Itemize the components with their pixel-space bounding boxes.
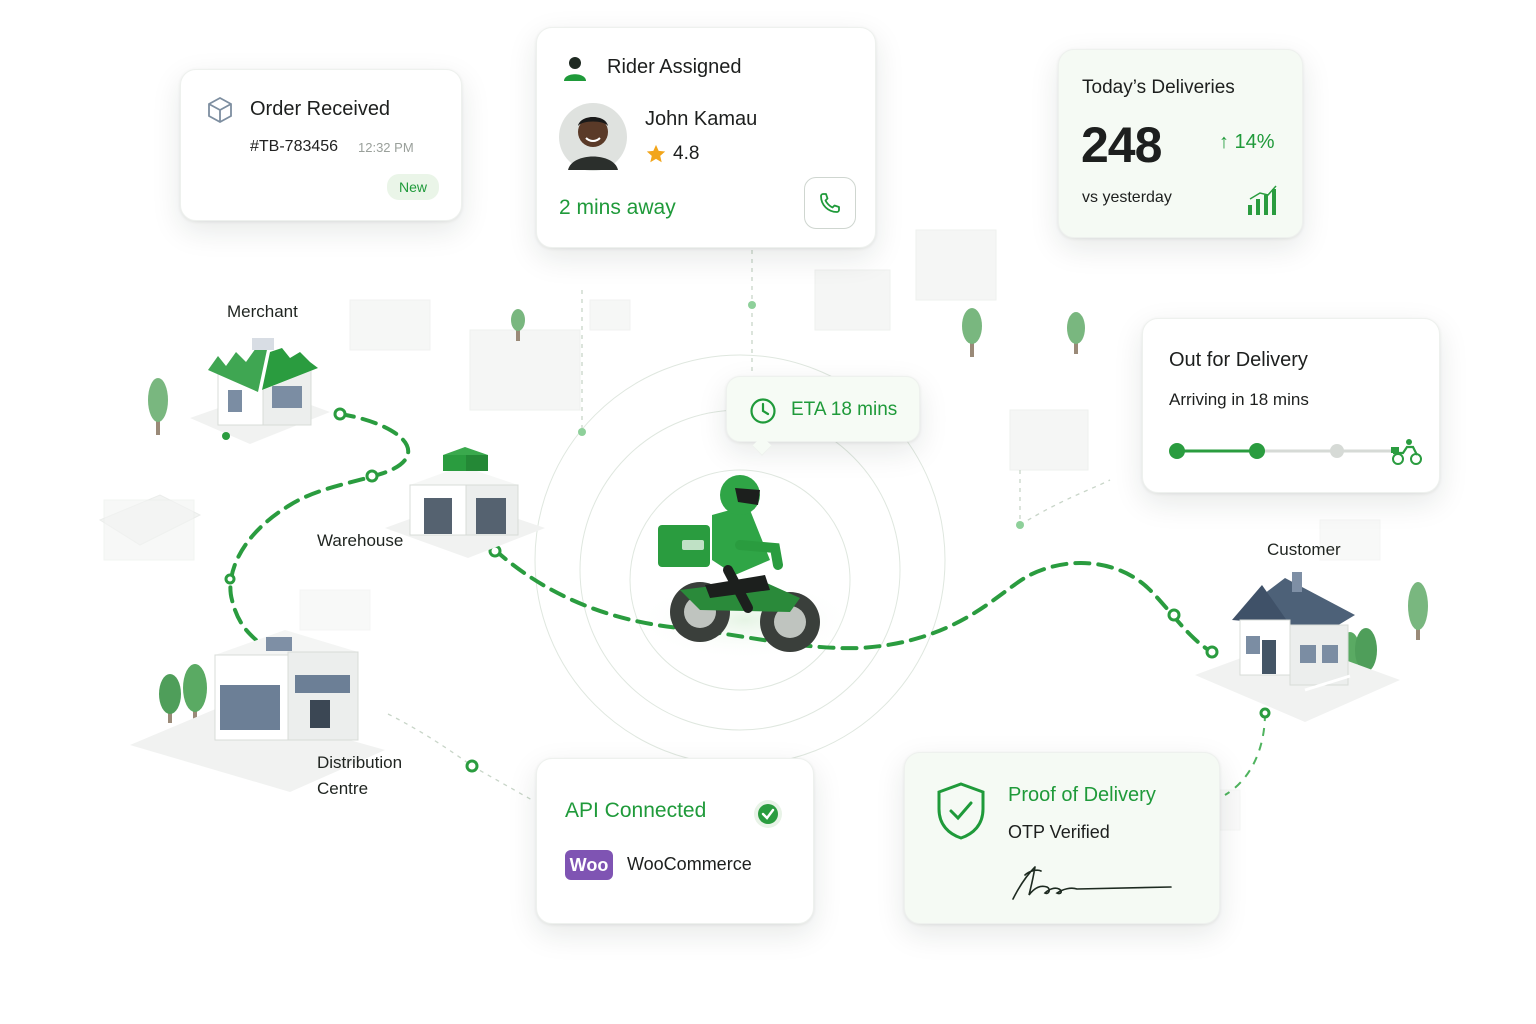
phone-icon — [820, 193, 840, 213]
warehouse-building — [385, 447, 545, 558]
rider-name: John Kamau — [645, 108, 758, 130]
eta-label: ETA 18 mins — [791, 399, 898, 420]
deliveries-delta: ↑ 14% — [1219, 131, 1275, 153]
status-title: Out for Delivery — [1169, 349, 1308, 371]
merchant-label: Merchant — [227, 302, 298, 321]
pod-title: Proof of Delivery — [1008, 784, 1156, 806]
delivery-route — [228, 412, 1214, 654]
distribution-centre-building — [130, 630, 385, 792]
merchant-building — [190, 338, 330, 444]
background-blocks — [98, 229, 1381, 831]
order-title: Order Received — [250, 98, 391, 120]
signature-image — [1012, 866, 1172, 900]
star-icon — [646, 144, 666, 163]
scooter-icon — [1391, 439, 1422, 465]
clock-icon — [750, 398, 776, 424]
rider-title: Rider Assigned — [607, 56, 742, 78]
progress-step-2 — [1249, 443, 1265, 459]
rider-avatar — [559, 103, 627, 171]
deliveries-title: Today’s Deliveries — [1082, 77, 1235, 98]
pod-subtitle: OTP Verified — [1008, 822, 1110, 842]
api-title: API Connected — [565, 799, 707, 822]
package-icon — [208, 96, 232, 124]
out-for-delivery-card[interactable]: Out for Delivery Arriving in 18 mins — [1142, 318, 1440, 493]
customer-label: Customer — [1267, 540, 1341, 559]
warehouse-label: Warehouse — [317, 531, 404, 550]
proof-of-delivery-card[interactable]: Proof of Delivery OTP Verified — [904, 752, 1220, 924]
order-received-card[interactable]: Order Received #TB-783456 12:32 PM New — [180, 69, 462, 221]
order-id: #TB-783456 — [250, 138, 339, 155]
order-status-badge: New — [387, 174, 440, 200]
rider-assigned-card[interactable]: Rider Assigned John Kamau 4.8 2 mins awa… — [536, 27, 876, 248]
connector-lines — [387, 250, 1111, 801]
bar-chart-icon — [1248, 185, 1277, 215]
call-rider-button[interactable] — [804, 177, 856, 229]
deliveries-count: 248 — [1081, 117, 1162, 173]
delivery-progress-bar — [1169, 439, 1422, 465]
progress-step-3 — [1330, 444, 1344, 458]
progress-step-1 — [1169, 443, 1185, 459]
rider-distance: 2 mins away — [559, 196, 676, 219]
distribution-label-line2: Centre — [317, 779, 369, 798]
distribution-label-line1: Distribution — [317, 753, 403, 772]
route-lower-right — [1224, 712, 1266, 796]
rider-motorbike — [658, 475, 820, 652]
deliveries-comparison: vs yesterday — [1082, 189, 1172, 206]
api-connected-card[interactable]: API Connected Woo WooCommerce — [536, 758, 814, 924]
route-stops — [224, 407, 1271, 773]
eta-bubble: ETA 18 mins — [726, 376, 920, 456]
user-icon — [564, 57, 586, 81]
customer-house — [1195, 572, 1400, 722]
order-time: 12:32 PM — [358, 140, 414, 155]
integration-name: WooCommerce — [627, 854, 752, 874]
rider-rating: 4.8 — [673, 143, 700, 164]
todays-deliveries-card[interactable]: Today’s Deliveries 248 ↑ 14% vs yesterda… — [1058, 49, 1303, 238]
check-circle-icon — [754, 800, 782, 828]
woocommerce-logo: Woo — [565, 850, 613, 880]
shield-check-icon — [937, 782, 985, 840]
status-subtitle: Arriving in 18 mins — [1169, 390, 1309, 409]
